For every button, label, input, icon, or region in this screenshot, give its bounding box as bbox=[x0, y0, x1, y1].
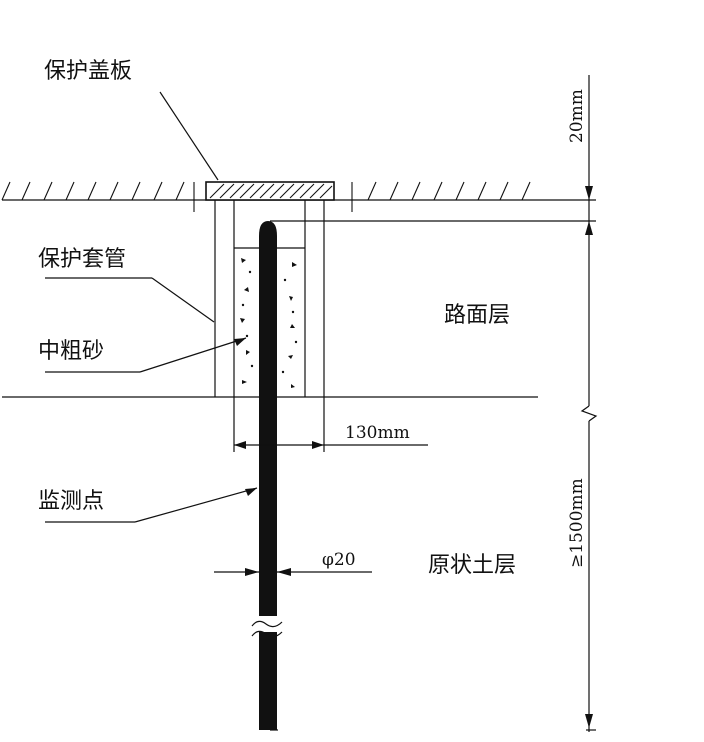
sleeve-label: 保护套管 bbox=[38, 247, 126, 272]
cover-thickness-value: 20mm bbox=[567, 89, 587, 143]
cover-plate-label: 保护盖板 bbox=[44, 59, 132, 84]
vertical-dimension bbox=[270, 75, 598, 732]
rod-diameter-value: φ20 bbox=[322, 550, 356, 570]
depth-value: ≥1500mm bbox=[567, 478, 587, 568]
ground-hatching-right bbox=[351, 181, 531, 212]
monitor-point-label: 监测点 bbox=[38, 489, 104, 514]
sleeve-leader-diagonal bbox=[151, 277, 215, 323]
native-soil-label: 原状土层 bbox=[428, 553, 516, 578]
pavement-layer-label: 路面层 bbox=[444, 303, 510, 328]
rod-diameter-dimension bbox=[214, 568, 372, 576]
sand-label: 中粗砂 bbox=[38, 339, 104, 364]
monitoring-rod bbox=[251, 221, 283, 730]
monitor-leader-diagonal bbox=[134, 487, 258, 523]
protective-sleeve bbox=[214, 200, 325, 397]
sand-leader-diagonal bbox=[139, 337, 247, 373]
ground-hatching-left bbox=[1, 181, 195, 212]
cover-plate bbox=[205, 181, 335, 201]
sleeve-width-dimension bbox=[233, 397, 428, 452]
cover-plate-leader bbox=[159, 91, 219, 181]
sand-fill bbox=[240, 258, 298, 388]
leader-lines bbox=[45, 91, 258, 523]
sleeve-width-value: 130mm bbox=[345, 423, 410, 443]
